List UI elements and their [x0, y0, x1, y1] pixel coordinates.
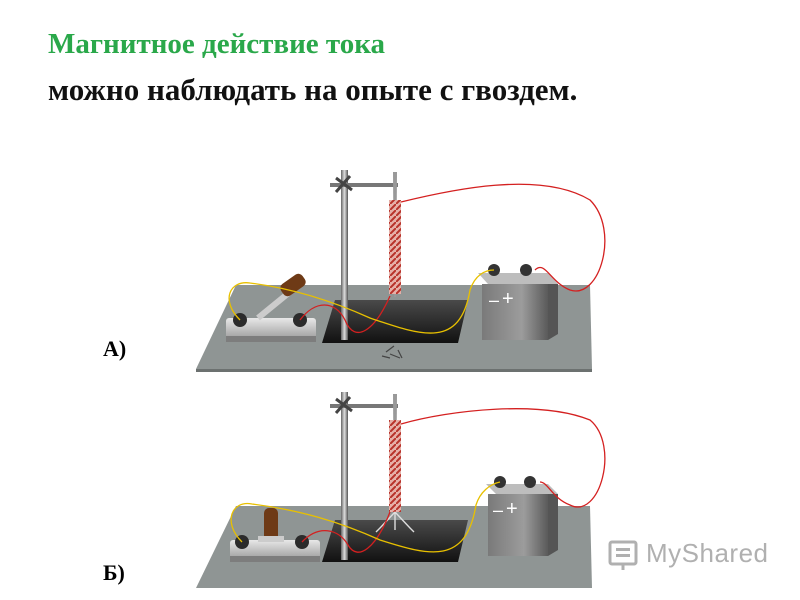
iron-tacks-attracted	[375, 511, 415, 533]
slide-title-highlight: Магнитное действие тока	[48, 28, 386, 60]
iron-tacks	[381, 345, 403, 359]
experiment-b-label: Б)	[103, 560, 125, 585]
experiment-b: – +	[196, 392, 606, 588]
battery-minus-label: –	[493, 500, 503, 520]
slide-title-text: можно наблюдать на опыте с гвоздем.	[48, 72, 578, 107]
battery-plus-label: +	[502, 288, 514, 310]
wire-yellow	[230, 481, 501, 553]
wire-red	[400, 408, 606, 508]
experiment-a-label: А)	[103, 336, 127, 361]
stand-pole	[341, 392, 348, 560]
watermark: MyShared	[606, 536, 769, 572]
watermark-text: MyShared	[646, 538, 769, 568]
battery-plus-label: +	[506, 498, 518, 520]
battery: – +	[486, 476, 558, 556]
battery: – +	[478, 264, 558, 340]
watermark-logo-icon	[608, 540, 638, 570]
battery-minus-label: –	[489, 290, 499, 310]
coil	[389, 420, 401, 512]
coil	[389, 200, 401, 294]
stand-pole	[341, 170, 348, 340]
experiment-a: – +	[196, 170, 606, 372]
wire-yellow	[228, 269, 495, 334]
wire-red	[400, 183, 606, 292]
